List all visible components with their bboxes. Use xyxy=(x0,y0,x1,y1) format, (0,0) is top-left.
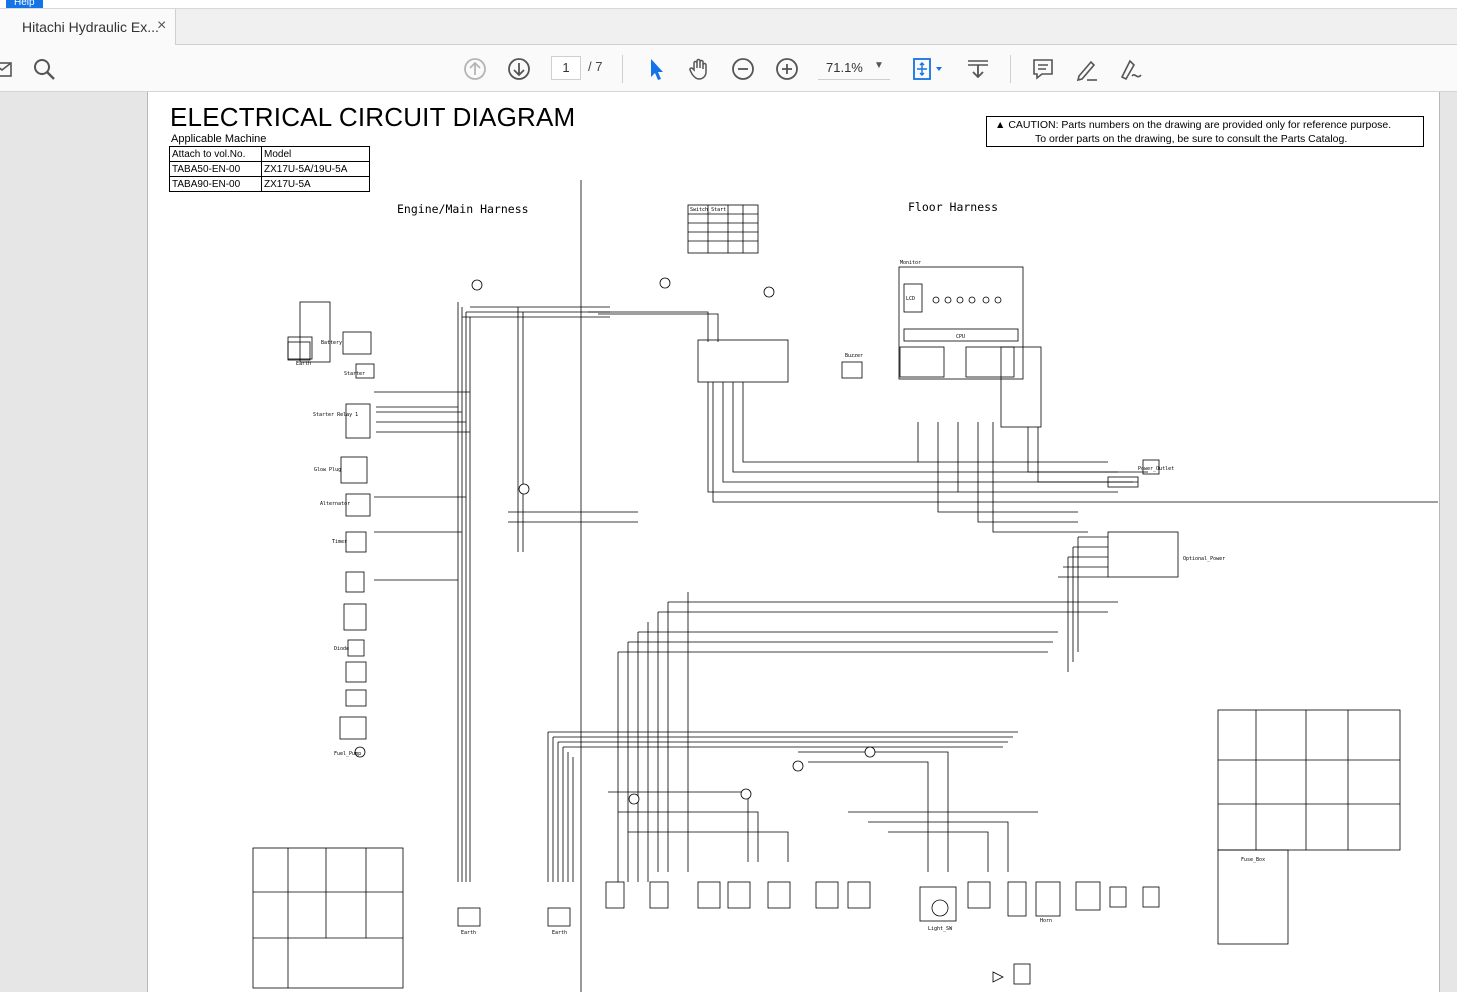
table-row: TABA50-EN-00 ZX17U-5A/19U-5A xyxy=(169,161,370,177)
arrow-down-circle-icon[interactable] xyxy=(504,54,534,84)
table-header-row: Attach to vol.No. Model xyxy=(169,146,370,162)
toolbar: 1 / 7 71.1% ▼ xyxy=(0,45,1457,92)
caution-box: ▲ CAUTION: Parts numbers on the drawing … xyxy=(986,116,1424,147)
fuse-box-label: Fuse_Box xyxy=(1241,857,1265,863)
mail-icon[interactable] xyxy=(0,54,18,84)
glow-plug-label: Glow Plug xyxy=(314,467,341,473)
pdf-page: ELECTRICAL CIRCUIT DIAGRAM Applicable Ma… xyxy=(147,92,1440,992)
lcd-label: LCD xyxy=(906,296,915,302)
zoom-out-icon[interactable] xyxy=(728,54,758,84)
page-number-input[interactable]: 1 xyxy=(551,56,581,80)
switch-start-label: Switch_Start xyxy=(690,207,726,213)
starter-relay-label: Starter Relay 1 xyxy=(313,412,358,418)
battery-label: Battery xyxy=(321,340,342,346)
applicable-machine-label: Applicable Machine xyxy=(171,133,267,145)
menu-bar: Help xyxy=(0,0,1457,8)
page-title: ELECTRICAL CIRCUIT DIAGRAM xyxy=(170,102,576,132)
document-tab[interactable]: Hitachi Hydraulic Ex... × xyxy=(0,9,176,46)
scroll-mode-icon[interactable] xyxy=(963,54,993,84)
circuit-schematic: Switch_Start Monitor CPU LCD Buzzer Batt… xyxy=(252,180,1438,992)
optional-power-label: Optional_Power xyxy=(1183,556,1225,562)
menu-help[interactable]: Help xyxy=(6,0,43,8)
fit-page-icon[interactable] xyxy=(908,54,948,84)
table-row: TABA90-EN-00 ZX17U-5A xyxy=(169,176,370,192)
light-switch-label: Light_SW xyxy=(928,926,953,932)
pen-icon[interactable] xyxy=(1071,54,1101,84)
starter-label: Starter xyxy=(344,371,365,377)
fuel-pump-label: Fuel_Pump xyxy=(334,751,361,757)
sign-icon[interactable] xyxy=(1115,54,1145,84)
cpu-label: CPU xyxy=(956,334,965,340)
document-viewer[interactable]: ELECTRICAL CIRCUIT DIAGRAM Applicable Ma… xyxy=(0,92,1457,992)
caution-line-2: To order parts on the drawing, be sure t… xyxy=(1035,133,1348,145)
diode-label: Diode xyxy=(334,646,349,652)
monitor-label: Monitor xyxy=(900,260,921,266)
power-outlet-label: Power_Outlet xyxy=(1138,466,1174,472)
comment-icon[interactable] xyxy=(1028,54,1058,84)
hand-icon[interactable] xyxy=(684,54,714,84)
toolbar-divider xyxy=(1010,55,1011,83)
floor-harness-label: Floor Harness xyxy=(908,200,999,214)
timer-label: Timer xyxy=(332,539,347,545)
buzzer-label: Buzzer xyxy=(845,353,863,359)
earth-label: Earth xyxy=(296,361,311,367)
applicable-machine-table: Attach to vol.No. Model TABA50-EN-00 ZX1… xyxy=(169,146,370,192)
warning-icon: ▲ xyxy=(995,119,1006,131)
vertical-scrollbar[interactable] xyxy=(1440,92,1457,992)
alternator-label: Alternator xyxy=(320,501,350,507)
engine-harness-label: Engine/Main Harness xyxy=(397,202,529,216)
toolbar-divider xyxy=(622,55,623,83)
page-total: / 7 xyxy=(588,59,603,74)
earth-label: Earth xyxy=(552,930,567,936)
earth-label: Earth xyxy=(461,930,476,936)
tab-bar: Hitachi Hydraulic Ex... × xyxy=(0,8,1457,46)
cursor-arrow-icon[interactable] xyxy=(640,54,670,84)
caution-line-1: CAUTION: Parts numbers on the drawing ar… xyxy=(1008,119,1392,131)
zoom-dropdown[interactable]: 71.1% ▼ xyxy=(818,56,890,80)
chevron-down-icon: ▼ xyxy=(874,60,884,71)
table-cell: ZX17U-5A xyxy=(261,176,370,192)
tab-close-button[interactable]: × xyxy=(157,17,167,34)
arrow-up-circle-icon[interactable] xyxy=(460,54,490,84)
zoom-in-icon[interactable] xyxy=(772,54,802,84)
tab-title: Hitachi Hydraulic Ex... xyxy=(22,19,159,35)
search-icon[interactable] xyxy=(29,54,59,84)
horn-label: Horn xyxy=(1040,918,1052,924)
zoom-value: 71.1% xyxy=(826,60,863,75)
